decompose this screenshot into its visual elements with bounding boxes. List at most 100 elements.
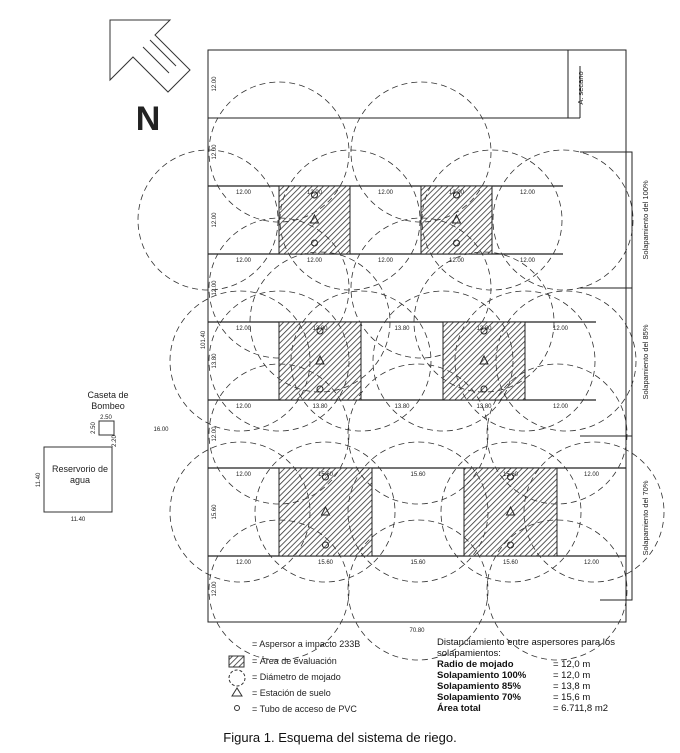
pvc-tube-icon (453, 191, 460, 199)
wetting-circle (372, 290, 514, 432)
row-height-label: 12.00 (212, 76, 218, 92)
pvc-tube-icon (480, 385, 488, 393)
field-boundary (207, 49, 627, 623)
wetting-circle (347, 441, 489, 583)
legend-item: = Aspersor a impacto 233B (252, 639, 361, 649)
pvc-tube-icon (316, 385, 324, 393)
north-arrow-icon (109, 19, 191, 93)
overlap-label: Solapamiento del 85% (641, 324, 650, 399)
wetting-circle (454, 290, 596, 432)
spacing-label: 13.80 (394, 326, 410, 332)
spacing-value: = 12,0 m (553, 670, 591, 681)
row-height-label: 15.60 (212, 504, 218, 520)
spacing-label: 12.00 (236, 326, 252, 332)
wetting-circle (290, 290, 432, 432)
evaluation-area (278, 467, 373, 557)
wetting-circle (169, 290, 311, 432)
total-length-label: 101.40 (201, 330, 207, 349)
spacing-label: 12.00 (449, 190, 465, 196)
spacing-value: = 15,6 m (553, 692, 591, 703)
overlap-label: Solapamiento del 100% (641, 180, 650, 260)
spacing-label: 12.00 (584, 472, 600, 478)
spacing-label: 12.00 (520, 190, 536, 196)
spacing-label: 12.00 (307, 190, 323, 196)
pump-house-width: 2.50 (100, 415, 112, 421)
triangle-icon (231, 687, 243, 697)
wetting-circle (279, 149, 421, 291)
spacing-title: Distanciamiento entre aspersores para lo… (437, 637, 615, 659)
spacing-label: 12.00 (236, 190, 252, 196)
evaluation-area (278, 185, 351, 255)
wetting-circle (523, 441, 665, 583)
pvc-tube-icon (322, 473, 329, 481)
water-reservoir (43, 446, 113, 513)
spacing-key: Solapamiento 85% (437, 681, 521, 692)
reservoir-width: 11.40 (71, 517, 86, 523)
legend-item: = Estación de suelo (252, 688, 331, 698)
wetting-circle (492, 149, 634, 291)
evaluation-area (442, 321, 526, 401)
spacing-label: 13.80 (476, 404, 492, 410)
wetting-circle (347, 363, 489, 505)
pvc-tube-icon (311, 239, 318, 247)
spacing-label: 12.00 (307, 258, 323, 264)
pump-house-height: 2.50 (91, 422, 97, 434)
pvc-tube-icon (316, 327, 324, 335)
legend-item: = Área de evaluación (252, 656, 337, 666)
wetting-circle (350, 217, 492, 359)
wetting-circle (254, 441, 396, 583)
wetting-circle (421, 149, 563, 291)
spacing-label: 12.00 (378, 190, 394, 196)
spacing-label: 13.80 (394, 404, 410, 410)
wetting-circle (486, 363, 628, 505)
pvc-tube-icon (507, 473, 514, 481)
spacing-label: 12.00 (553, 326, 569, 332)
spacing-label: 15.60 (410, 472, 426, 478)
row-height-label: 12.00 (212, 144, 218, 160)
spacing-label: 13.80 (312, 326, 328, 332)
soil-station-icon (479, 354, 489, 365)
total-width-label: 70.80 (409, 628, 425, 634)
spacing-value: = 6.711,8 m2 (553, 703, 609, 714)
spacing-label: 12.00 (520, 258, 536, 264)
spacing-label: 12.00 (236, 560, 252, 566)
spacing-value: = 12,0 m (553, 659, 591, 670)
legend-item: = Diámetro de mojado (252, 672, 341, 682)
spacing-label: 12.00 (553, 404, 569, 410)
spacing-key: Radio de mojado (437, 659, 514, 670)
field-plan: 12.00 12.00 12.00 12.00 12.00 12.00 12.00 12.00… (137, 49, 665, 661)
spacing-label: 13.80 (476, 326, 492, 332)
wetting-circle (347, 519, 489, 661)
soil-station-icon (320, 505, 331, 516)
spacing-label: 15.60 (410, 560, 426, 566)
pump-distance: 16.00 (153, 427, 169, 433)
spacing-label: 12.00 (236, 404, 252, 410)
wetting-circle (486, 519, 628, 661)
wetting-circle (208, 81, 350, 223)
pump-house (98, 420, 115, 436)
overlap-label: Solapamiento del 70% (641, 480, 650, 555)
pvc-tube-icon (507, 541, 514, 549)
pump-gap: 2.20 (112, 435, 118, 447)
spacing-key: Área total (437, 703, 481, 714)
wetting-circle (208, 290, 350, 432)
north-label: N (136, 100, 161, 138)
row-height-label: 12.00 (212, 280, 218, 296)
evaluation-area (278, 321, 362, 401)
wetting-circle (137, 149, 279, 291)
reservoir-height: 11.40 (36, 472, 42, 487)
soil-station-icon (315, 354, 325, 365)
spacing-label: 12.00 (236, 472, 252, 478)
overlap-bracket (580, 287, 633, 437)
reservoir-label: Reservorio de (52, 464, 108, 474)
pump-house-label: Caseta de (87, 390, 128, 400)
wetting-circle (350, 81, 492, 223)
spacing-key: Solapamiento 100% (437, 670, 527, 681)
secano-area (207, 49, 569, 119)
pump-house-label-2: Bombeo (91, 401, 125, 411)
soil-station-icon (505, 505, 516, 516)
wetting-circle (208, 519, 350, 661)
spacing-label: 15.60 (503, 560, 519, 566)
